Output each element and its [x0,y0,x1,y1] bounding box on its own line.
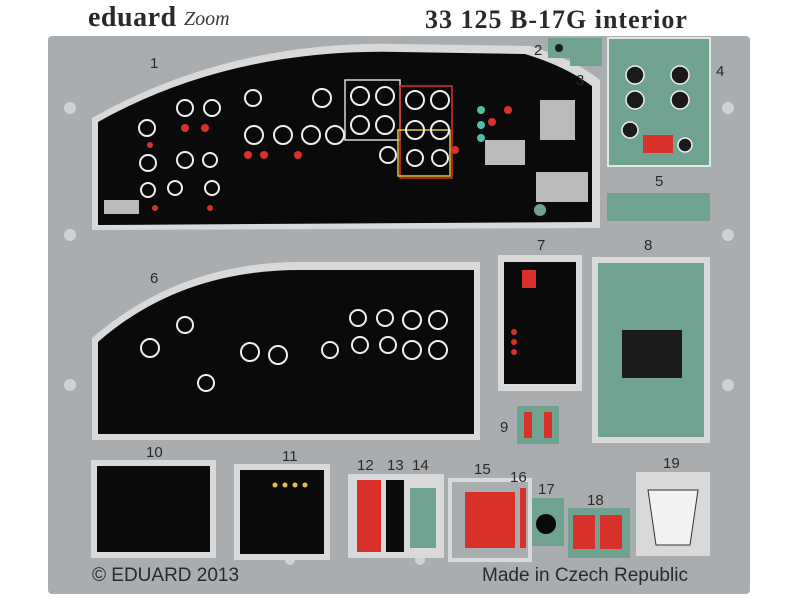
part-number: 2 [534,42,543,59]
part-number: 13 [387,457,404,474]
part-1-instrument-panel [92,43,600,231]
part-number: 7 [537,237,546,254]
part-number: 12 [357,457,374,474]
part-number: 4 [716,63,725,80]
part-number: 16 [510,469,527,486]
zoom-logo: Zoom [184,8,230,30]
part-number: 18 [587,492,604,509]
part-11 [234,464,330,560]
part-number: 10 [146,444,163,461]
part-number: 14 [412,457,429,474]
part-number: 11 [282,448,298,465]
part-number: 3 [576,72,585,89]
part-number: 1 [150,55,159,72]
part-7-panel [498,255,582,391]
part-number: 6 [150,270,159,287]
set-title: 33 125 B-17G interior [425,5,688,34]
made-in-label: Made in Czech Republic [482,565,688,586]
part-number: 5 [655,173,664,190]
part-9 [517,406,559,444]
part-8-green-panel [592,257,710,443]
part-2-3 [548,38,602,66]
part-number: 15 [474,461,491,478]
copyright-notice: © EDUARD 2013 [92,565,240,586]
part-number: 8 [644,237,653,254]
part-19 [636,472,710,556]
part-4-green-panel [607,37,711,167]
part-number: 19 [663,455,680,472]
part-number: 17 [538,481,555,498]
part-number: 9 [500,419,509,436]
part-6-instrument-panel [92,262,480,440]
part-12-14 [348,474,444,558]
part-15-18 [448,478,630,562]
part-10 [91,460,216,558]
brand-logo: eduard [88,2,177,33]
part-5-strip [607,193,710,221]
